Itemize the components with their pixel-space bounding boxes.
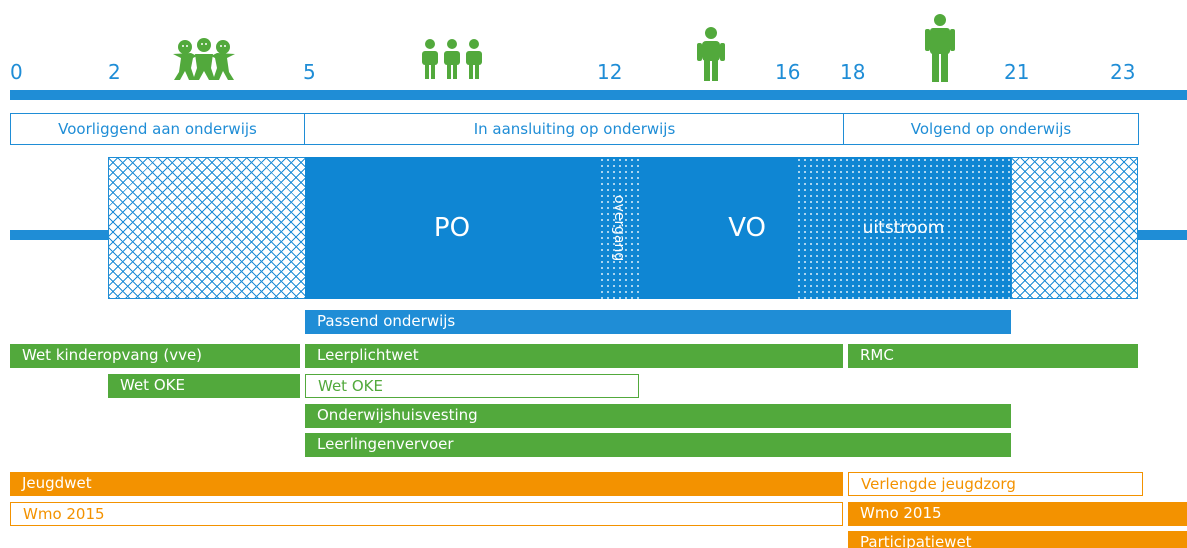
children-playing-icon [173,38,235,80]
midline-right [1137,230,1187,240]
law-bar-onderwijshuisvesting: Onderwijshuisvesting [305,404,1011,428]
age-tick-0: 0 [10,60,23,84]
phase-aansluiting: In aansluiting op onderwijs [304,113,845,145]
age-tick-16: 16 [775,60,801,84]
three-children-icon [422,39,482,79]
law-bar-jeugdwet: Jeugdwet [10,472,843,496]
law-bar-leerplichtwet: Leerplichtwet [305,344,843,368]
age-tick-23: 23 [1110,60,1136,84]
law-bar-rmc: RMC [848,344,1138,368]
phase-voorliggend-label: Voorliggend aan onderwijs [58,120,257,138]
age-tick-21: 21 [1004,60,1030,84]
phase-voorliggend: Voorliggend aan onderwijs [10,113,305,145]
hatched-block-late [1011,157,1138,299]
law-bar-wmo-2015-youth: Wmo 2015 [10,502,843,526]
law-bar-wmo-2015-adult: Wmo 2015 [848,502,1187,526]
hatched-block-early [108,157,306,299]
overgang-block: overgang [599,157,639,299]
phase-aansluiting-label: In aansluiting op onderwijs [473,120,676,138]
law-bar-verlengde-jeugdzorg: Verlengde jeugdzorg [848,472,1143,496]
phase-volgend-label: Volgend op onderwijs [910,120,1072,138]
age-tick-12: 12 [597,60,623,84]
law-bar-wet-kinderopvang: Wet kinderopvang (vve) [10,344,300,368]
adult-icon [925,14,955,82]
age-tick-18: 18 [840,60,866,84]
law-bar-participatiewet: Participatiewet [848,531,1187,548]
age-tick-2: 2 [108,60,121,84]
law-bar-wet-oke: Wet OKE [108,374,300,398]
age-tick-5: 5 [303,60,316,84]
overgang-label: overgang [611,194,627,262]
uitstroom-label: uitstroom [862,218,945,238]
midline-left [10,230,110,240]
law-bar-leerlingenvervoer: Leerlingenvervoer [305,433,1011,457]
teen-icon [697,27,725,81]
phase-volgend: Volgend op onderwijs [843,113,1139,145]
po-label: PO [433,213,471,243]
law-bar-passend-onderwijs: Passend onderwijs [305,310,1011,334]
uitstroom-block: uitstroom [796,157,1011,299]
vo-label: VO [728,213,766,243]
timeline-bar [10,90,1187,100]
vo-block: VO [639,157,796,299]
law-bar-wet-oke-outline: Wet OKE [305,374,639,398]
po-block: PO [305,157,599,299]
